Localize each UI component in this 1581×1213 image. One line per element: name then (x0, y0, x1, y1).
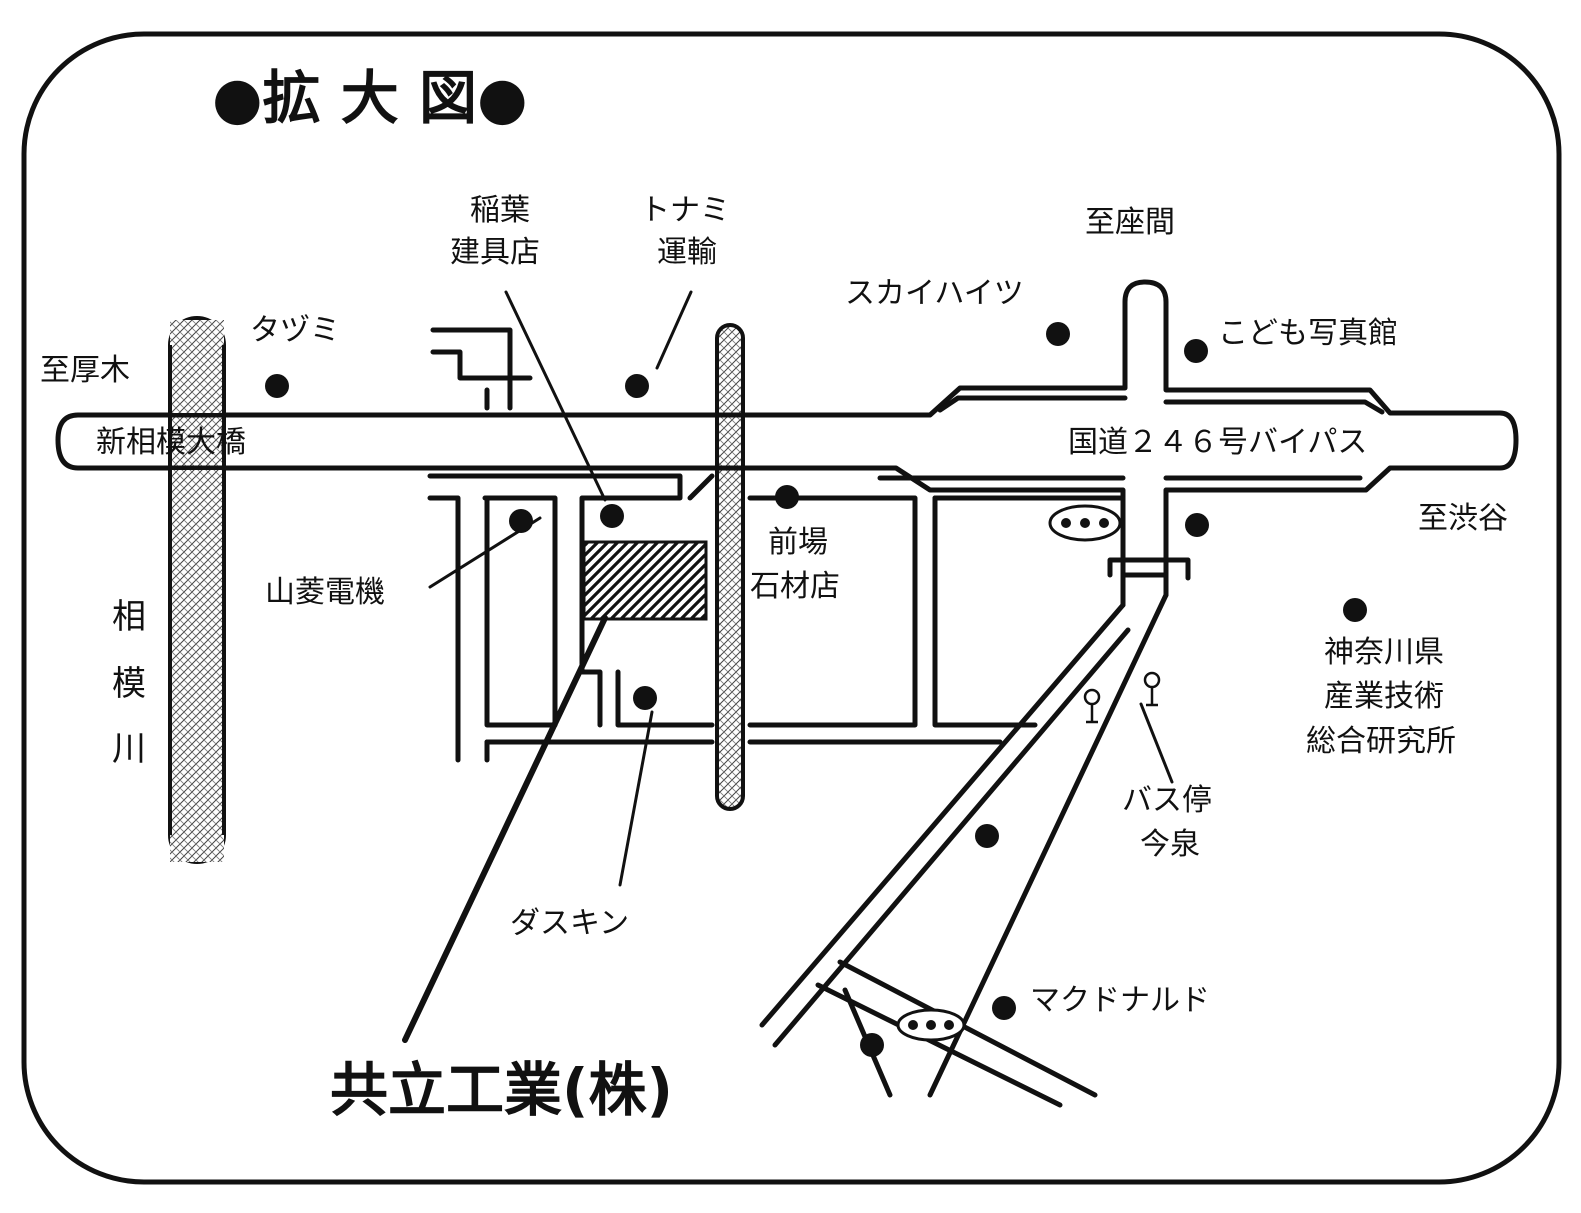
bypass-lane-ne (1163, 399, 1385, 415)
inaba-dot (600, 504, 624, 528)
sky-heights-dot (1046, 322, 1070, 346)
kanagawa-label-2: 産業技術 (1324, 679, 1444, 714)
river-label-2: 模 (112, 664, 146, 704)
south-roads (759, 572, 1169, 1108)
bus-stop-icon (1083, 671, 1161, 724)
bus-stop-label-2: 今泉 (1140, 827, 1200, 862)
company-label: 共立工業(株) (330, 1056, 673, 1124)
sky-heights-label: スカイハイツ (845, 276, 1024, 311)
map-title: ●拡 大 図● (212, 64, 528, 132)
kodomo-dot (1184, 339, 1208, 363)
duskin-label: ダスキン (510, 906, 629, 941)
kodomo-label: こども写真館 (1218, 316, 1398, 351)
maeba-dot (775, 485, 799, 509)
river-label-1: 相 (112, 597, 146, 637)
mcdonalds-label: マクドナルド (1030, 983, 1210, 1018)
company-site (582, 540, 708, 621)
direction-zama: 至座間 (1085, 205, 1175, 240)
direction-atsugi: 至厚木 (40, 353, 130, 388)
shop-dot (975, 824, 999, 848)
tonami-dot (625, 374, 649, 398)
inaba-label-2: 建具店 (450, 235, 540, 270)
sanryo-label: 山菱電機 (265, 575, 385, 610)
bridge-label: 新相模大橋 (96, 425, 246, 460)
kanagawa-dot (1343, 598, 1367, 622)
kanagawa-label-1: 神奈川県 (1324, 635, 1444, 670)
tatsumi-dot (265, 374, 289, 398)
south-dot (860, 1033, 884, 1057)
river-label-3: 川 (112, 729, 146, 769)
traffic-light-south (896, 1008, 966, 1042)
bus-stop-label-1: バス停 (1122, 783, 1212, 818)
bypass-lane-nw (937, 395, 1128, 413)
map-frame (21, 31, 1562, 1185)
mcdonalds-dot (992, 996, 1016, 1020)
inaba-label-1: 稲葉 (470, 193, 530, 228)
corner-dot (1185, 513, 1209, 537)
maeba-label-2: 石材店 (750, 569, 840, 604)
sanryo-dot (509, 509, 533, 533)
maeba-label-1: 前場 (768, 525, 828, 560)
tonami-label-1: トナミ (640, 193, 730, 228)
traffic-light-north (1048, 504, 1122, 542)
tonami-label-2: 運輸 (657, 235, 717, 270)
tatsumi-label: タヅミ (250, 313, 340, 348)
kanagawa-label-3: 総合研究所 (1306, 724, 1456, 759)
canal (715, 323, 745, 811)
route-246-label: 国道２４６号バイパス (1068, 425, 1367, 460)
direction-shibuya: 至渋谷 (1418, 501, 1508, 536)
duskin-dot (633, 686, 657, 710)
route-246-road (55, 279, 1519, 578)
